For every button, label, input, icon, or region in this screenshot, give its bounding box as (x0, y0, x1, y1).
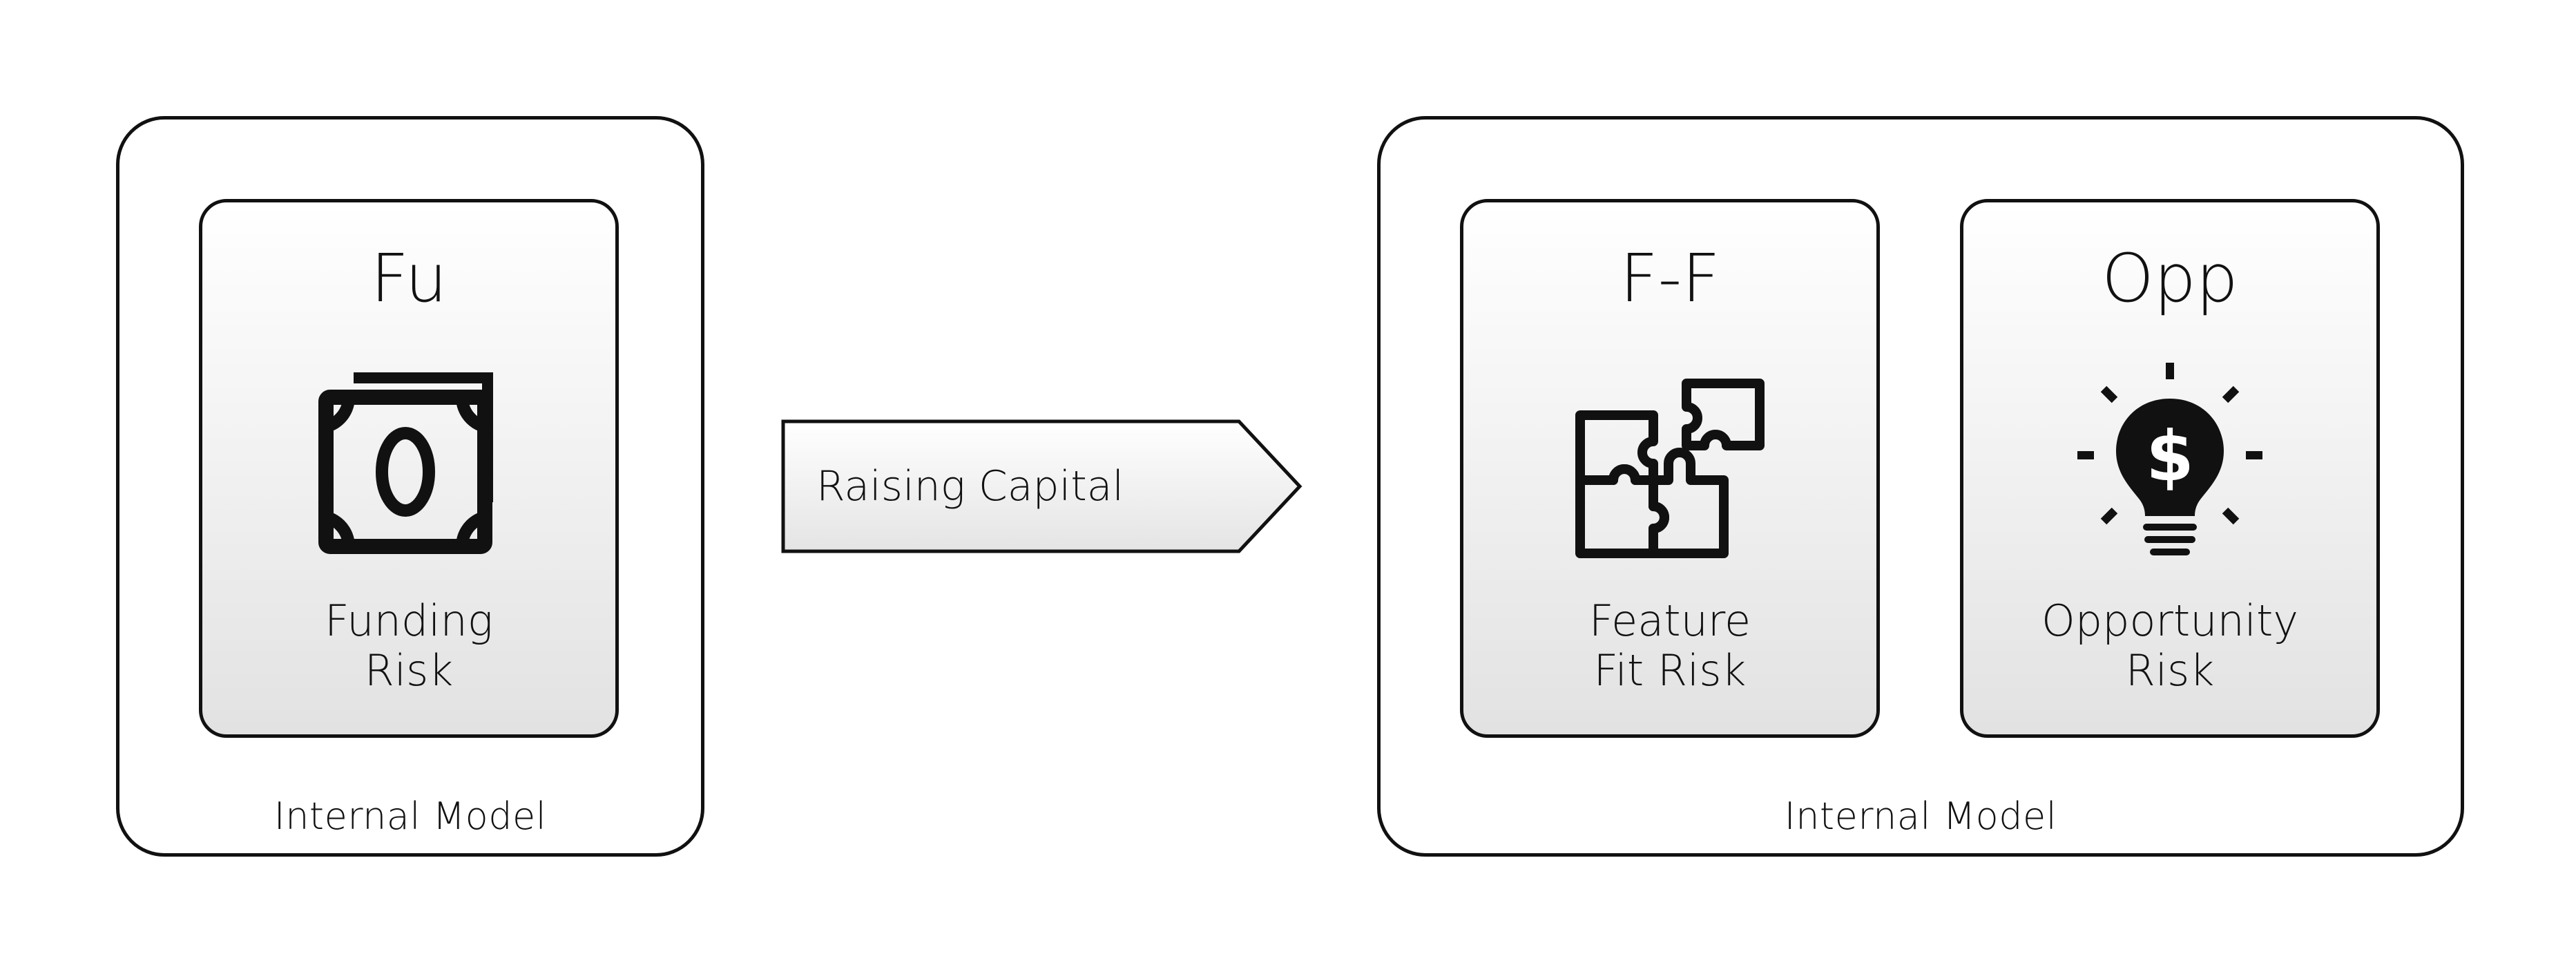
risk-card-name-line1: Funding (325, 595, 493, 646)
risk-card-abbr: F-F (1619, 240, 1720, 317)
money-bill-icon (305, 359, 512, 566)
risk-card-feature-fit: F-F Feature Fit Risk (1460, 199, 1880, 738)
risk-card-funding: Fu Funding Risk (199, 199, 619, 738)
lightbulb-dollar-icon: $ (2066, 359, 2274, 566)
risk-card-abbr: Fu (370, 240, 448, 317)
risk-card-name-line2: Fit Risk (1593, 645, 1747, 696)
internal-model-left-caption: Internal Model (273, 794, 547, 838)
transition-arrow: Raising Capital (780, 419, 1305, 554)
risk-card-name-line2: Risk (2125, 645, 2215, 696)
risk-card-name-line2: Risk (364, 645, 454, 696)
risk-card-opportunity: Opp $ Opportunity (1960, 199, 2380, 738)
puzzle-pieces-icon (1566, 359, 1774, 566)
risk-card-name: Feature Fit Risk (1463, 596, 1876, 696)
risk-card-name-line1: Feature (1588, 595, 1751, 646)
risk-card-abbr: Opp (2102, 240, 2238, 317)
transition-label: Raising Capital (816, 462, 1124, 511)
risk-card-name-line1: Opportunity (2041, 595, 2299, 646)
internal-model-right-caption: Internal Model (1784, 794, 2057, 838)
risk-card-name: Opportunity Risk (1963, 596, 2376, 696)
svg-text:$: $ (2146, 416, 2194, 497)
risk-card-name: Funding Risk (202, 596, 615, 696)
